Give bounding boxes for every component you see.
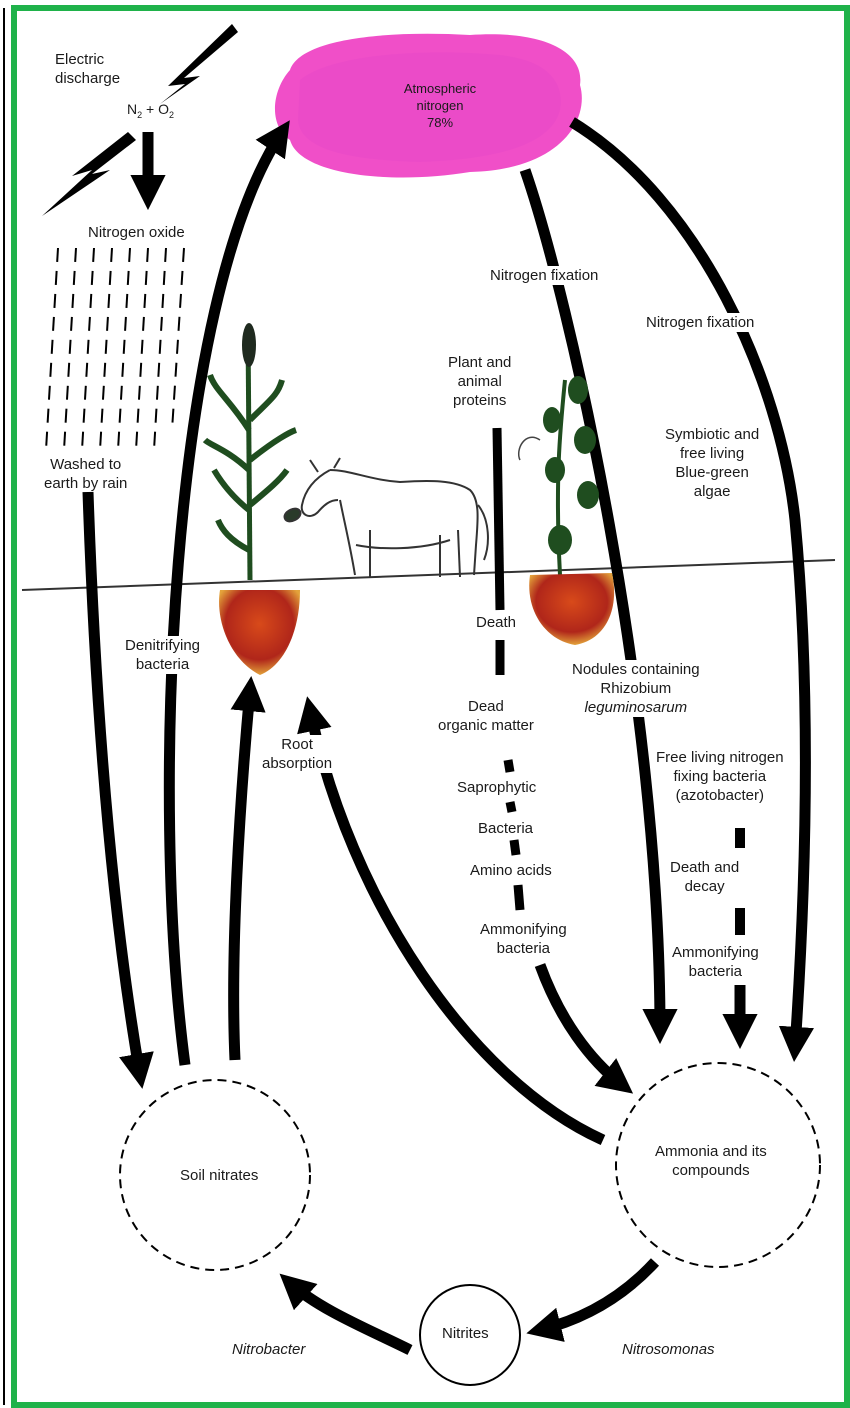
root-absorption-label: Root absorption: [262, 735, 332, 773]
legume-roots: [529, 573, 614, 645]
n2-o2-label: N2 + O2: [127, 100, 174, 125]
bacteria-label: Bacteria: [478, 819, 533, 838]
arrow-rain-to-soil: [88, 492, 140, 1075]
rain-dashes: [46, 248, 184, 450]
nitrogen-oxide-label: Nitrogen oxide: [88, 223, 185, 242]
ammonifying-bacteria-right-label: Ammonifying bacteria: [672, 943, 759, 981]
ammonia-compounds-label: Ammonia and its compounds: [655, 1142, 767, 1180]
arrow-ammonifying-to-ammonia: [540, 965, 622, 1085]
death-and-decay-label: Death and decay: [670, 858, 739, 896]
saprophytic-label: Saprophytic: [457, 778, 536, 797]
ammonifying-bacteria-center-label: Ammonifying bacteria: [480, 920, 567, 958]
nodules-label: Nodules containing Rhizobium leguminosar…: [572, 660, 700, 717]
chain-sapro-1: [508, 760, 510, 772]
death-label: Death: [476, 613, 516, 632]
chain-proteins-to-death: [497, 428, 500, 610]
free-living-bacteria-label: Free living nitrogen fixing bacteria (az…: [656, 748, 784, 805]
arrow-nitrites-to-soil: [290, 1283, 410, 1350]
soil-nitrates-label: Soil nitrates: [180, 1166, 258, 1185]
nitrogen-fixation-center-label: Nitrogen fixation: [490, 266, 598, 285]
plant-animal-proteins-label: Plant and animal proteins: [448, 353, 511, 410]
ground-line: [22, 560, 835, 590]
cow-icon: [285, 458, 488, 578]
corn-plant-icon: [205, 323, 296, 580]
nitrogen-fixation-right-label: Nitrogen fixation: [646, 313, 754, 332]
symbiotic-algae-label: Symbiotic and free living Blue-green alg…: [665, 425, 759, 501]
amino-acids-label: Amino acids: [470, 861, 552, 880]
chain-amino-2: [518, 885, 520, 910]
arrow-soil-to-root: [234, 690, 250, 1060]
denitrifying-bacteria-label: Denitrifying bacteria: [125, 636, 200, 674]
washed-to-earth-label: Washed to earth by rain: [44, 455, 127, 493]
chain-sapro-2: [510, 802, 512, 812]
nitrites-label: Nitrites: [442, 1324, 489, 1343]
frame-border: [14, 8, 847, 1405]
arrow-ammonia-to-nitrites: [540, 1262, 655, 1330]
chain-amino: [514, 840, 516, 855]
atmospheric-nitrogen-label: Atmospheric nitrogen 78%: [385, 80, 495, 131]
nitrosomonas-label: Nitrosomonas: [622, 1340, 715, 1359]
dead-organic-matter-label: Dead organic matter: [438, 697, 534, 735]
corn-roots: [219, 590, 300, 675]
nitrobacter-label: Nitrobacter: [232, 1340, 305, 1359]
electric-discharge-label: Electric discharge: [55, 50, 120, 88]
